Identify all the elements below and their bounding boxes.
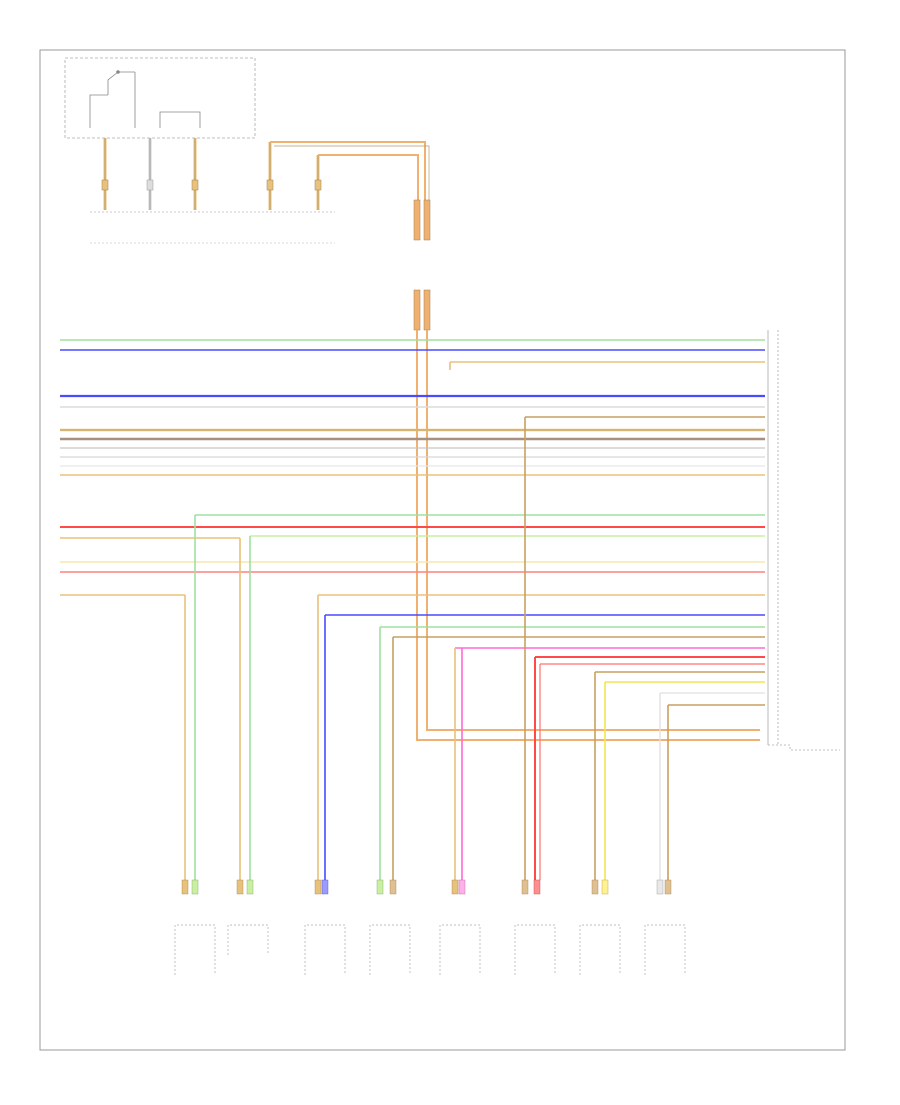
bus-wires xyxy=(60,339,765,706)
bottom-sensor-boxes xyxy=(174,924,686,975)
top-routed-wires xyxy=(270,141,430,220)
switch-symbol xyxy=(89,71,201,128)
control-module-connector xyxy=(767,330,840,751)
top-connector-pins xyxy=(101,138,322,210)
page-border xyxy=(39,49,846,1051)
vertical-drops xyxy=(184,417,669,880)
switch-contact xyxy=(116,70,120,74)
top-module xyxy=(64,57,256,139)
bottom-connector-pins xyxy=(181,879,672,895)
inline-connector xyxy=(413,199,431,331)
top-module-box xyxy=(64,57,256,139)
inline-down-wires xyxy=(416,330,760,741)
